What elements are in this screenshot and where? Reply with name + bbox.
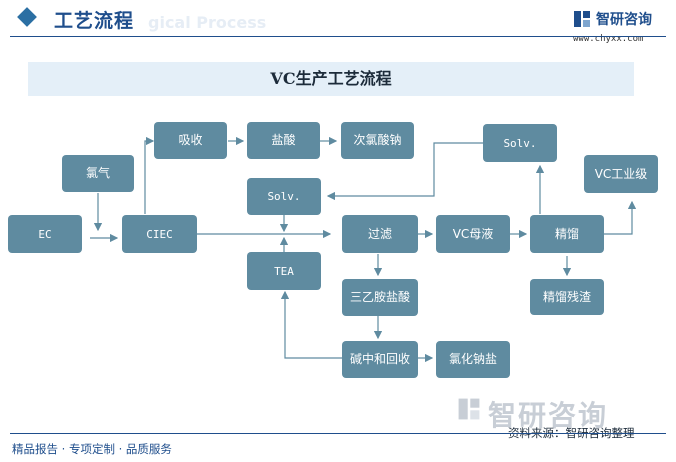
node-triethylamine-hcl: 三乙胺盐酸 [342,279,418,316]
node-rectify-residue: 精馏残渣 [530,279,604,315]
page-title: 工艺流程 [54,10,135,32]
node-solv-right: Solv. [483,124,557,162]
node-sodium-chloride: 氯化钠盐 [436,341,510,378]
node-solv-left: Solv. [247,178,321,215]
watermark-logo-icon [458,398,480,420]
header-subtitle-watermark: gical Process [148,13,267,32]
watermark-brand: 智研咨询 [488,399,609,432]
node-filter: 过滤 [342,215,418,253]
diagram-title-banner [28,62,634,96]
node-absorb: 吸收 [154,122,227,159]
node-ec: EC [8,215,82,253]
node-tea: TEA [247,252,321,290]
header-divider [10,36,666,37]
footer-tagline: 精品报告 · 专项定制 · 品质服务 [12,442,172,456]
diagram-title: VC生产工艺流程 [270,69,392,88]
node-hcl: 盐酸 [247,122,320,159]
node-vc-industrial: VC工业级 [584,155,658,193]
node-ciec: CIEC [122,215,197,253]
footer-divider [10,433,666,434]
brand-logo-icon [574,11,590,27]
node-hypochlorite: 次氯酸钠 [341,122,414,159]
node-vc-mother-liquor: VC母液 [436,215,510,253]
arrow-rectify-to-vcindustrial [604,200,637,235]
node-rectify: 精馏 [530,215,604,253]
arrow-ciec-to-absorb [144,136,155,214]
brand-name: 智研咨询 [596,12,652,28]
arrow-solv-recycle [326,142,483,201]
brand-url: www.chyxx.com [573,34,644,44]
arrow-neutralize-to-tea [280,290,343,359]
node-chlorine: 氯气 [62,155,134,192]
node-alkali-neutralize: 碱中和回收 [342,341,418,378]
